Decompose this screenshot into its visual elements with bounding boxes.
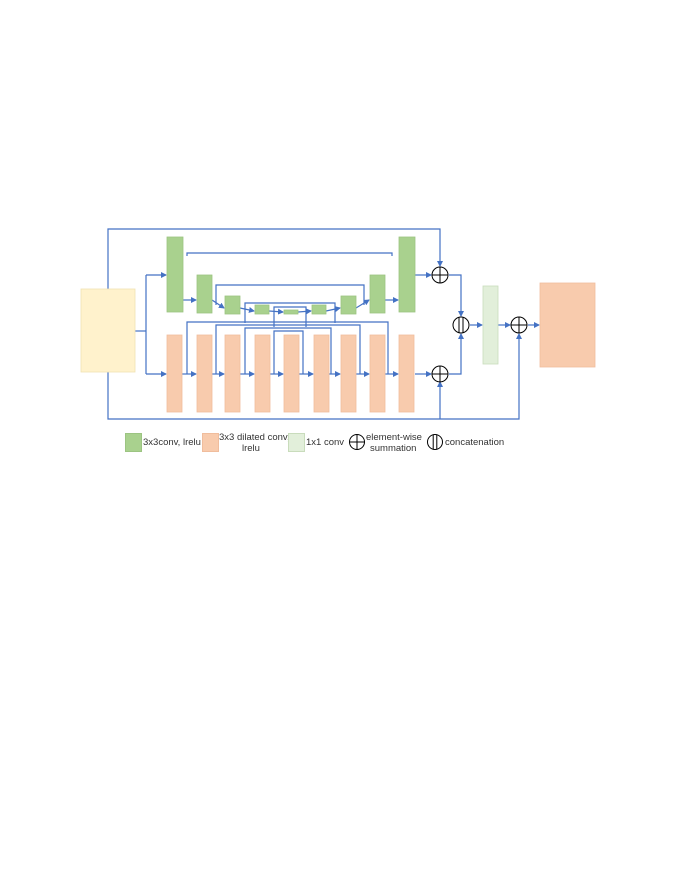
sum-node-final — [510, 316, 528, 334]
dilated-conv-block-7 — [340, 334, 357, 413]
outer-skip-bottom — [107, 333, 522, 420]
legend-dilated-label-line2: lrelu — [242, 443, 260, 454]
legend-sum-label-line2: summation — [370, 443, 417, 454]
legend-dilated-swatch — [202, 433, 219, 452]
conv-block-8 — [369, 274, 386, 314]
legend-sum-label-line1: element-wise — [366, 432, 422, 443]
legend-1x1-label: 1x1 conv — [306, 437, 345, 448]
conv-block-5 — [283, 309, 299, 315]
conv-block-6 — [311, 304, 327, 315]
dilated-skip-1 — [186, 321, 389, 374]
conv-block-2 — [196, 274, 213, 314]
unet-skip-1 — [186, 252, 393, 256]
dilated-conv-block-5 — [283, 334, 300, 413]
sum-top-to-concat — [449, 274, 464, 317]
conv-chain-2 — [211, 299, 225, 309]
concat-node — [452, 316, 470, 334]
conv-block-1 — [166, 236, 184, 313]
conv-chain-3 — [239, 307, 255, 313]
dilated-skip-3 — [244, 327, 332, 374]
dilated-conv-block-8 — [369, 334, 386, 413]
sum-node-bottom — [431, 365, 449, 383]
sum-bottom-to-concat — [449, 333, 464, 375]
sum-node-top — [431, 266, 449, 284]
legend-1x1-swatch — [288, 433, 305, 452]
dilated-conv-block-3 — [224, 334, 241, 413]
conv-chain-7 — [355, 299, 370, 309]
circle-double-bar-icon — [427, 434, 443, 450]
output-block — [539, 282, 596, 368]
conv-chain-5 — [297, 308, 312, 315]
connection-lines — [107, 228, 540, 420]
legend-concat-label: concatenation — [445, 437, 505, 448]
dilated-conv-block-1 — [166, 334, 183, 413]
dilated-skip-4 — [273, 330, 304, 374]
legend-dilated-label-line1: 3x3 dilated conv, — [219, 432, 290, 443]
feature-blocks — [80, 236, 596, 413]
conv-block-3 — [224, 295, 241, 315]
input-feature-block — [80, 288, 136, 373]
dilated-conv-block-4 — [254, 334, 271, 413]
operator-nodes — [431, 266, 528, 383]
conv-block-4 — [254, 304, 270, 315]
circle-plus-icon — [349, 434, 365, 450]
legend-conv-label: 3x3conv, lrelu — [143, 437, 201, 448]
1x1-conv-block — [482, 285, 499, 365]
conv-chain-6 — [325, 306, 341, 312]
outer-skip-top — [107, 228, 443, 289]
unet-skip-4 — [273, 306, 307, 327]
unet-skip-3 — [244, 302, 336, 323]
conv-chain-4 — [268, 308, 284, 315]
dilated-skip-2 — [215, 324, 361, 374]
dilated-conv-block-9 — [398, 334, 415, 413]
conv-block-9 — [398, 236, 416, 313]
unet-skip-2 — [215, 284, 365, 305]
dilated-conv-block-6 — [313, 334, 330, 413]
legend-conv-swatch — [125, 433, 142, 452]
conv-block-7 — [340, 295, 357, 315]
dilated-conv-block-2 — [196, 334, 213, 413]
